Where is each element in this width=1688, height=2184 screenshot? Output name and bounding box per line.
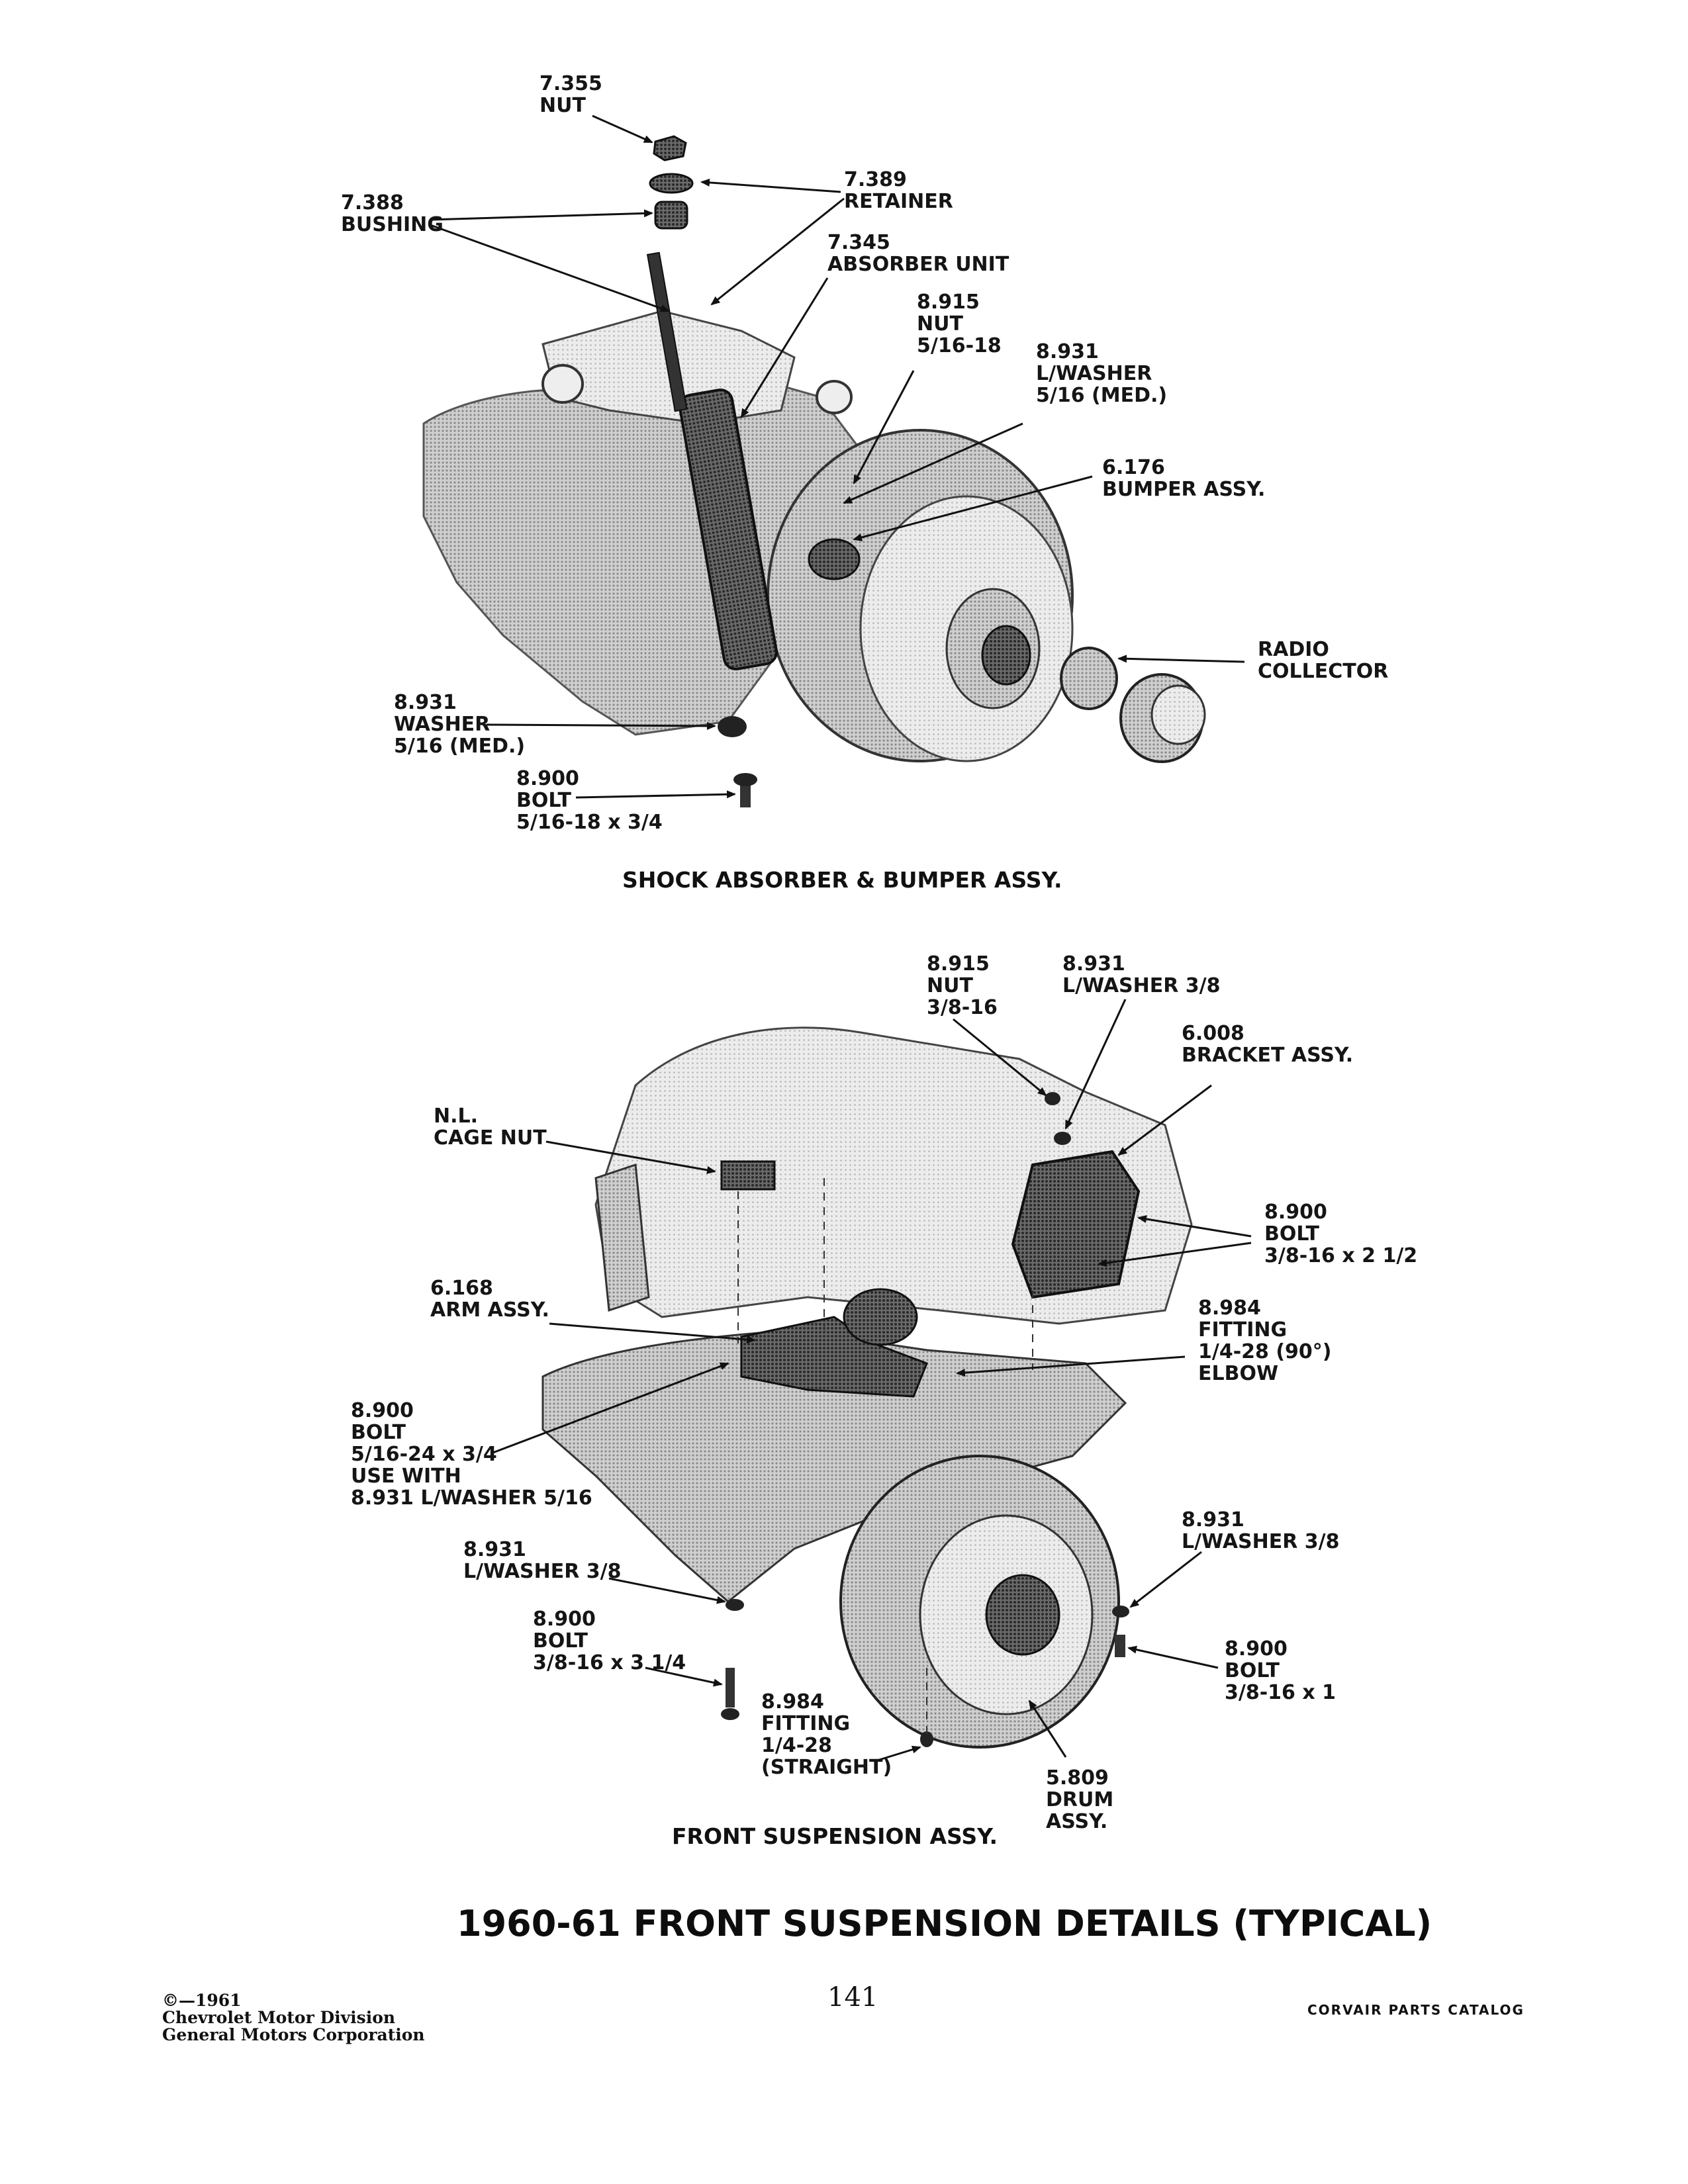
catalog-name: CORVAIR PARTS CATALOG <box>1307 2002 1524 2018</box>
page-title: 1960-61 FRONT SUSPENSION DETAILS (TYPICA… <box>457 1903 1432 1944</box>
label-cage-nut: N.L.CAGE NUT <box>434 1105 547 1150</box>
front-leader-lines <box>491 999 1252 1762</box>
shock-leader-lines <box>430 114 1245 799</box>
shock-caption: SHOCK ABSORBER & BUMPER ASSY. <box>622 867 1062 893</box>
shock-absorber-drawing <box>422 135 1206 807</box>
front-suspension-drawing <box>541 1026 1193 1749</box>
copyright-block: ©—1961 Chevrolet Motor Division General … <box>162 1991 425 2044</box>
front-caption: FRONT SUSPENSION ASSY. <box>672 1823 998 1849</box>
page-number: 141 <box>827 1982 878 2013</box>
